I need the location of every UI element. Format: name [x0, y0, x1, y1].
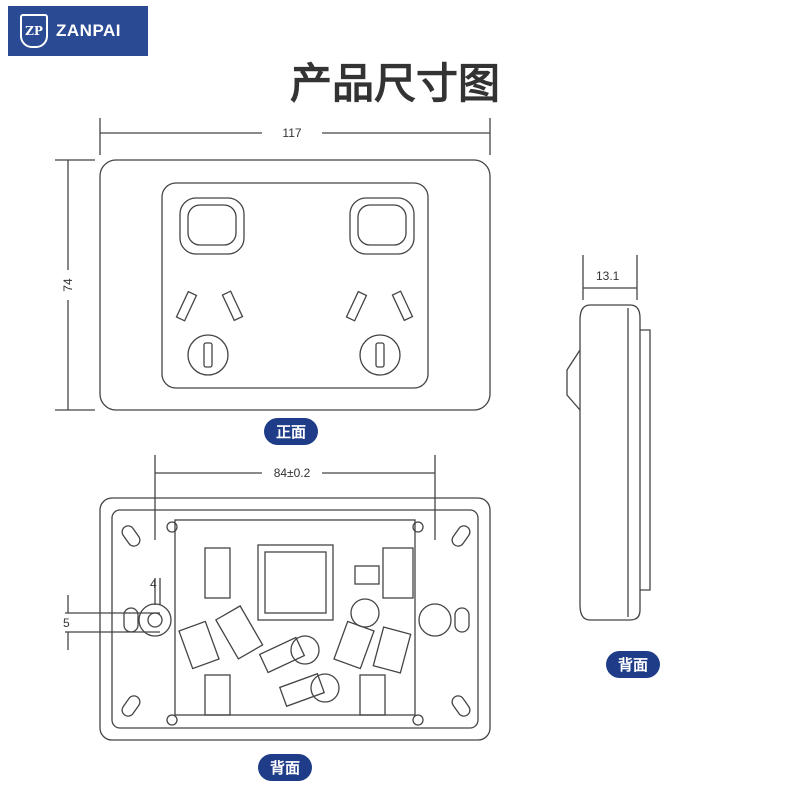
left-outlet [175, 197, 245, 376]
logo-brand-text: ZANPAI [56, 21, 122, 40]
mount-spacing-dimension: 84±0.2 [274, 466, 311, 480]
width-dimension: 117 [282, 126, 301, 140]
back-view: 84±0.2 4 5 [63, 455, 491, 741]
brand-logo: ZP ZANPAI [8, 6, 148, 56]
back-view-label: 背面 [258, 754, 313, 781]
page-title: 产品尺寸图 [289, 59, 500, 108]
height-dimension: 74 [61, 278, 75, 292]
side-view-label: 背面 [606, 651, 661, 678]
slot-width-dimension: 4 [150, 577, 157, 591]
right-outlet [345, 197, 415, 376]
slot-height-dimension: 5 [63, 616, 70, 630]
depth-dimension: 13.1 [596, 269, 620, 283]
front-view-label: 正面 [264, 418, 319, 445]
side-view: 13.1 [566, 255, 651, 621]
logo-shield-icon: ZP [20, 14, 48, 48]
front-view: 117 74 [55, 118, 491, 411]
